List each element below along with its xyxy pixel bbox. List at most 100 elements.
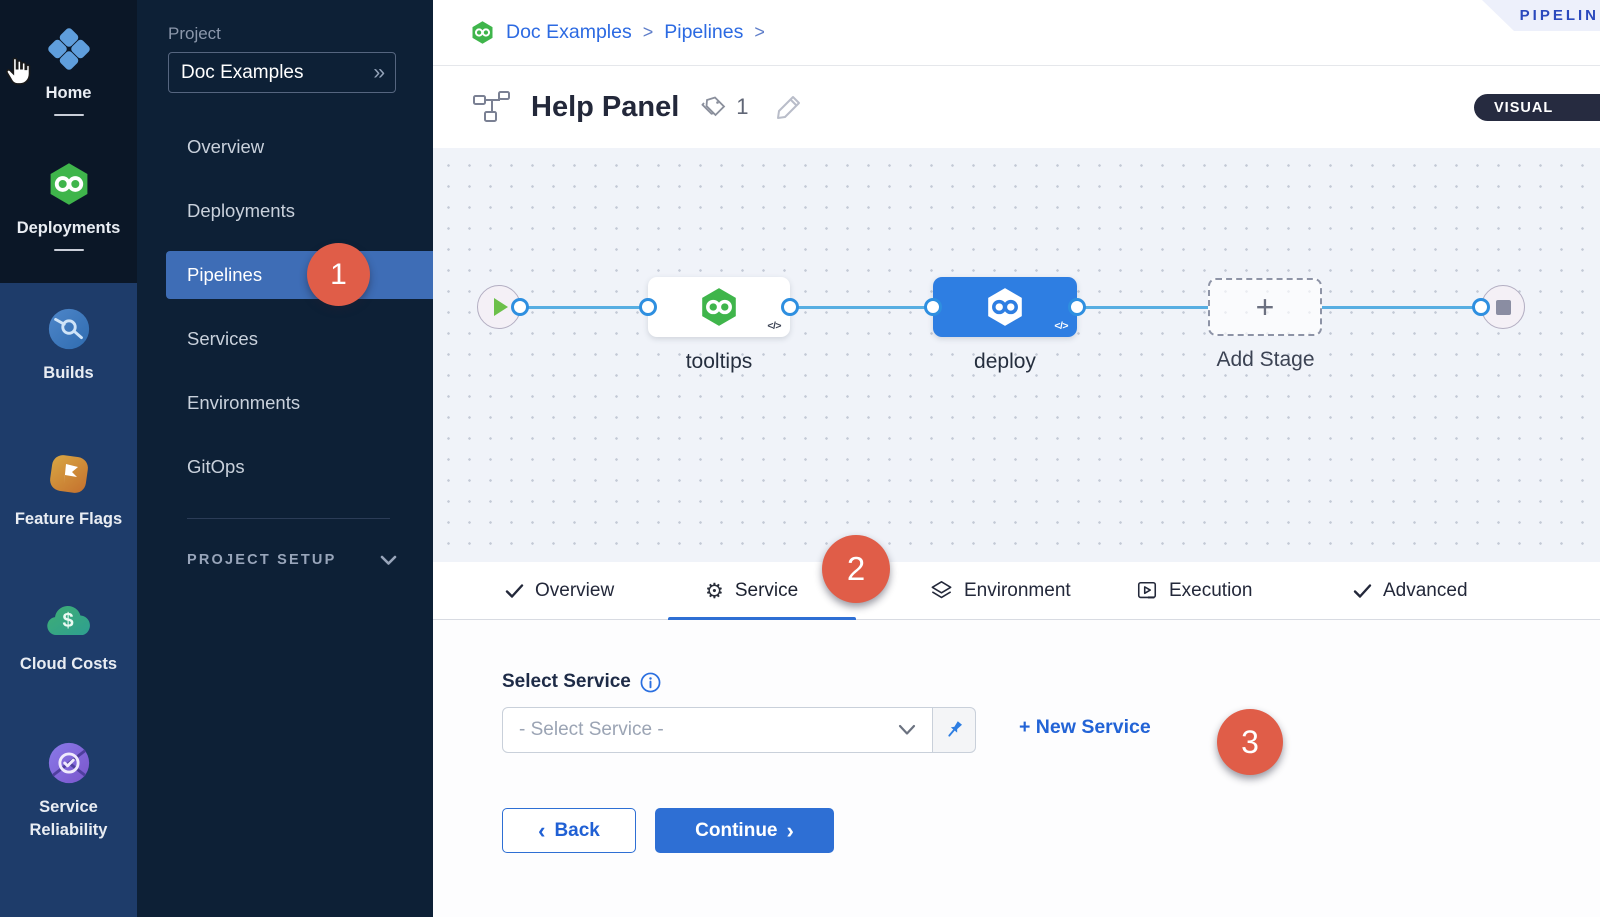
play-icon bbox=[494, 298, 508, 316]
nav-item-label: Overview bbox=[187, 136, 265, 157]
ribbon-label: PIPELIN bbox=[1519, 7, 1599, 24]
visual-yaml-toggle[interactable]: VISUAL bbox=[1474, 94, 1600, 121]
pipeline-header: Help Panel 1 VISUAL bbox=[433, 66, 1600, 148]
link-port[interactable] bbox=[1472, 298, 1490, 316]
stage-node-deploy[interactable]: </> bbox=[933, 277, 1077, 337]
connector-line bbox=[520, 305, 648, 309]
pin-icon bbox=[948, 721, 962, 737]
link-port[interactable] bbox=[924, 298, 942, 316]
sidebar-item-builds[interactable]: Builds bbox=[0, 306, 137, 385]
dropdown-placeholder: - Select Service - bbox=[519, 719, 664, 740]
tab-service[interactable]: ⚙ Service bbox=[705, 562, 798, 620]
collapse-panel-icon[interactable]: » bbox=[373, 60, 385, 84]
project-setup-label: PROJECT SETUP bbox=[187, 552, 337, 568]
continue-button-label: Continue bbox=[695, 819, 778, 841]
module-rail-top-section bbox=[0, 0, 137, 283]
harness-project-icon bbox=[472, 21, 493, 44]
builds-icon bbox=[48, 308, 89, 350]
svg-text:$: $ bbox=[62, 610, 73, 632]
sidebar-item-feature-flags[interactable]: Feature Flags bbox=[0, 450, 137, 531]
mouse-cursor-hand-icon bbox=[6, 57, 31, 85]
check-icon bbox=[1353, 584, 1372, 598]
breadcrumb-separator: > bbox=[642, 22, 654, 42]
link-port[interactable] bbox=[639, 298, 657, 316]
project-name: Doc Examples bbox=[181, 61, 304, 83]
stage-code-toggle[interactable]: </> bbox=[767, 320, 781, 332]
nav-item-label: Environments bbox=[187, 392, 301, 413]
stop-icon bbox=[1495, 299, 1511, 315]
project-selector[interactable]: Doc Examples » bbox=[168, 52, 396, 93]
nav-item-gitops[interactable]: GitOps bbox=[137, 443, 433, 491]
visual-toggle-label: VISUAL bbox=[1494, 99, 1554, 116]
stage-label-deploy: deploy bbox=[974, 350, 1036, 373]
sidebar-item-cloud-costs[interactable]: $ Cloud Costs bbox=[0, 597, 137, 676]
annotation-badge-2: 2 bbox=[822, 535, 890, 603]
cloud-costs-icon: $ bbox=[46, 605, 90, 635]
nav-item-overview[interactable]: Overview bbox=[137, 123, 433, 171]
feature-flags-icon bbox=[49, 455, 88, 493]
sidebar-item-label: Feature Flags bbox=[14, 510, 123, 528]
select-service-label: Select Service bbox=[502, 671, 631, 692]
service-reliability-icon bbox=[48, 742, 89, 784]
project-setup-toggle[interactable]: PROJECT SETUP bbox=[187, 552, 397, 568]
sidebar-item-deployments[interactable]: Deployments bbox=[0, 161, 137, 251]
tab-label: Advanced bbox=[1383, 580, 1468, 601]
execution-icon bbox=[1137, 581, 1157, 599]
stage-code-toggle[interactable]: </> bbox=[1054, 320, 1068, 332]
nav-item-deployments[interactable]: Deployments bbox=[137, 187, 433, 235]
back-button-label: Back bbox=[554, 819, 600, 841]
select-service-dropdown[interactable]: - Select Service - bbox=[502, 707, 933, 753]
tab-overview[interactable]: Overview bbox=[505, 562, 614, 620]
breadcrumb-link-project[interactable]: Doc Examples bbox=[506, 21, 632, 43]
nav-item-pipelines[interactable]: Pipelines bbox=[166, 251, 433, 299]
tab-execution[interactable]: Execution bbox=[1136, 562, 1252, 620]
link-port[interactable] bbox=[781, 298, 799, 316]
home-icon bbox=[47, 28, 90, 70]
pin-service-button[interactable] bbox=[933, 707, 976, 753]
environment-icon bbox=[931, 581, 952, 599]
stage-node-tooltips[interactable]: </> bbox=[648, 277, 790, 337]
pipeline-canvas[interactable]: </> tooltips </> deploy + Add Stage bbox=[433, 148, 1600, 562]
connector-line bbox=[790, 305, 933, 309]
module-underline bbox=[53, 249, 84, 251]
tags-icon bbox=[701, 96, 726, 117]
project-nav-panel: Project Doc Examples » Overview Deployme… bbox=[137, 0, 433, 917]
module-rail: Home Deployments Builds bbox=[0, 0, 137, 917]
chevron-down-icon bbox=[898, 724, 916, 735]
breadcrumb-link-pipelines[interactable]: Pipelines bbox=[664, 21, 744, 43]
tab-label: Execution bbox=[1169, 580, 1253, 601]
main-content: PIPELIN Doc Examples > Pipelines > bbox=[433, 0, 1600, 917]
pipeline-flowchart-icon bbox=[473, 91, 510, 122]
select-service-label-row: Select Service bbox=[502, 671, 661, 693]
chevron-down-icon bbox=[380, 555, 397, 565]
back-button[interactable]: ‹ Back bbox=[502, 808, 636, 853]
sidebar-item-home[interactable]: Home bbox=[0, 26, 137, 116]
annotation-badge-1: 1 bbox=[307, 243, 370, 306]
link-port[interactable] bbox=[1068, 298, 1086, 316]
edit-pencil-icon[interactable] bbox=[773, 91, 805, 123]
continue-button[interactable]: Continue › bbox=[655, 808, 834, 853]
new-service-link[interactable]: + New Service bbox=[1019, 716, 1151, 738]
sidebar-item-label: Deployments bbox=[16, 219, 121, 237]
nav-item-label: Services bbox=[187, 328, 258, 349]
tab-environment[interactable]: Environment bbox=[930, 562, 1071, 620]
add-stage-button[interactable]: + bbox=[1208, 278, 1322, 336]
panel-divider bbox=[187, 518, 390, 519]
tab-advanced[interactable]: Advanced bbox=[1353, 562, 1468, 620]
tab-label: Service bbox=[734, 580, 799, 601]
nav-item-label: Pipelines bbox=[187, 264, 263, 285]
info-icon[interactable] bbox=[640, 672, 661, 693]
add-stage-label: Add Stage bbox=[1216, 348, 1315, 371]
plus-icon: + bbox=[1255, 288, 1275, 325]
nav-item-services[interactable]: Services bbox=[137, 315, 433, 363]
gear-icon: ⚙ bbox=[705, 579, 724, 603]
nav-item-environments[interactable]: Environments bbox=[137, 379, 433, 427]
stage-config-tabs: Overview ⚙ Service Environment bbox=[433, 562, 1600, 620]
sidebar-item-service-reliability[interactable]: Service Reliability bbox=[0, 740, 137, 842]
link-port[interactable] bbox=[511, 298, 529, 316]
sidebar-item-label: Cloud Costs bbox=[19, 655, 118, 673]
sidebar-item-label: Builds bbox=[43, 364, 94, 382]
sidebar-item-label: Home bbox=[45, 84, 92, 102]
stage-label-tooltips: tooltips bbox=[685, 350, 753, 373]
